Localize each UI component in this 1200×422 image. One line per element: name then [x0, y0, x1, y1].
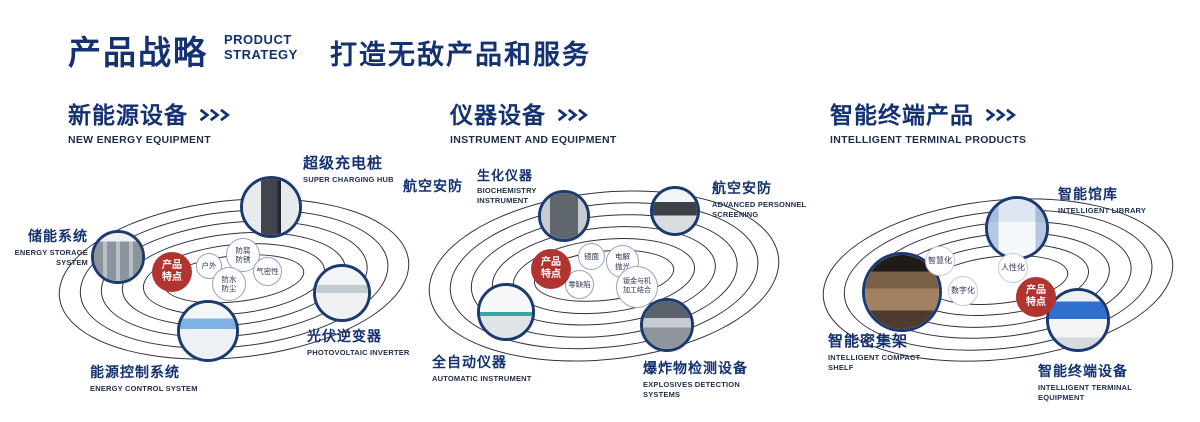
node-label-en: PHOTOVOLTAIC INVERTER: [307, 348, 410, 357]
section-subtitle: INTELLIGENT TERMINAL PRODUCTS: [830, 134, 1027, 146]
node-intelligent-terminal-equipment: [1046, 288, 1110, 352]
label-intelligent-compact-shelf: 智能密集架 INTELLIGENT COMPACT SHELF: [828, 330, 928, 373]
intelligent-library-photo: [988, 199, 1046, 257]
node-intelligent-library: [985, 196, 1049, 260]
triple-chevron-icon: [199, 108, 231, 121]
node-label-zh: 生化仪器: [477, 168, 534, 183]
section-head-instruments: 仪器设备 INSTRUMENT AND EQUIPMENT: [450, 96, 617, 146]
label-photovoltaic-inverter: 光伏逆变器 PHOTOVOLTAIC INVERTER: [307, 326, 411, 358]
intelligent-terminal-photo: [1049, 291, 1107, 349]
label-energy-control-system: 能源控制系统 ENERGY CONTROL SYSTEM: [90, 362, 200, 394]
node-label-en: INTELLIGENT COMPACT SHELF: [828, 353, 921, 372]
node-label-en: INTELLIGENT TERMINAL EQUIPMENT: [1038, 383, 1132, 402]
label-intelligent-terminal-equipment: 智能终端设备 INTELLIGENT TERMINAL EQUIPMENT: [1038, 361, 1158, 403]
page-title: 产品战略: [68, 34, 208, 71]
node-label-en: INTELLIGENT LIBRARY: [1058, 206, 1147, 215]
label-explosives-detection: 爆炸物检测设备 EXPLOSIVES DETECTION SYSTEMS: [643, 358, 773, 400]
node-label-zh: 全自动仪器: [432, 354, 507, 370]
node-label-zh: 储能系统: [28, 228, 88, 244]
node-personnel-screening: [650, 186, 700, 236]
node-energy-control-system: [177, 300, 239, 362]
node-label-zh: 光伏逆变器: [307, 328, 382, 344]
personnel-screening-photo: [653, 189, 697, 233]
section-head-new-energy: 新能源设备 NEW ENERGY EQUIPMENT: [68, 96, 232, 146]
feature-bubble-airtightness: 气密性: [253, 257, 282, 286]
node-label-zh: 超级充电桩: [303, 155, 384, 172]
node-photovoltaic-inverter: [313, 264, 371, 322]
label-automatic-instrument: 全自动仪器 AUTOMATIC INSTRUMENT: [432, 352, 536, 384]
badge-text: 产品特点: [162, 259, 182, 284]
feature-bubble-intelligence: 智慧化: [925, 246, 955, 276]
section-title: 智能终端产品: [830, 102, 974, 128]
product-features-badge: 产品特点: [1016, 277, 1056, 317]
node-label-en: BIOCHEMISTRY INSTRUMENT: [477, 186, 537, 205]
label-super-charging-hub: 超级充电桩 SUPER CHARGING HUB: [303, 152, 413, 185]
node-label-en: ENERGY CONTROL SYSTEM: [90, 384, 198, 393]
page-title-en-line1: PRODUCT: [224, 32, 292, 47]
node-label-zh: 航空安防: [712, 180, 772, 196]
node-automatic-instrument: [477, 283, 535, 341]
feature-bubble-waterproof-dustproof: 防水防尘: [212, 267, 246, 301]
feature-bubble-humanization: 人性化: [998, 253, 1028, 283]
section-title: 新能源设备: [68, 102, 188, 128]
section-title: 仪器设备: [450, 102, 546, 128]
automatic-instrument-photo: [480, 286, 532, 338]
node-biochemistry-instrument: [538, 190, 590, 242]
triple-chevron-icon: [557, 108, 589, 121]
node-label-zh: 爆炸物检测设备: [643, 360, 748, 376]
triple-chevron-icon: [985, 108, 1017, 121]
feature-bubble-mirror-finish: 镜面: [578, 243, 605, 270]
node-label-zh: 智能密集架: [828, 333, 909, 350]
node-label-zh: 能源控制系统: [90, 364, 180, 380]
explosives-detection-photo: [643, 301, 691, 349]
node-label-en: ADVANCED PERSONNEL SCREENING: [712, 200, 807, 219]
label-personnel-screening: 航空安防 ADVANCED PERSONNEL SCREENING: [712, 178, 812, 220]
section-subtitle: NEW ENERGY EQUIPMENT: [68, 134, 211, 146]
node-label-zh: 智能馆库: [1058, 186, 1118, 202]
node-explosives-detection: [640, 298, 694, 352]
feature-bubble-sheetmetal-machining: 钣金与机加工结合: [616, 266, 658, 308]
node-energy-storage-system: [91, 230, 145, 284]
biochemistry-instrument-photo: [541, 193, 587, 239]
super-charging-hub-photo: [243, 179, 299, 235]
node-label-zh: 智能终端设备: [1038, 363, 1128, 379]
photovoltaic-inverter-photo: [316, 267, 368, 319]
node-label-en: ENERGY STORAGE SYSTEM: [14, 248, 88, 267]
node-label-en: SUPER CHARGING HUB: [303, 175, 394, 184]
badge-text: 产品特点: [1026, 284, 1046, 309]
energy-storage-photo: [94, 233, 142, 281]
section-head-intelligent-terminals: 智能终端产品 INTELLIGENT TERMINAL PRODUCTS: [830, 96, 1026, 146]
badge-text: 产品特点: [541, 256, 561, 281]
page-title-en: PRODUCT STRATEGY: [224, 32, 298, 63]
node-super-charging-hub: [240, 176, 302, 238]
label-biochemistry-instrument: 生化仪器 BIOCHEMISTRY INSTRUMENT: [477, 165, 569, 206]
side-label-aviation-security: 航空安防: [403, 178, 463, 194]
section-subtitle: INSTRUMENT AND EQUIPMENT: [450, 134, 617, 146]
label-energy-storage-system: 储能系统 ENERGY STORAGE SYSTEM: [4, 226, 88, 268]
feature-bubble-digitalization: 数字化: [948, 276, 978, 306]
node-label-en: EXPLOSIVES DETECTION SYSTEMS: [643, 380, 740, 399]
product-features-badge: 产品特点: [531, 249, 571, 289]
energy-control-system-photo: [180, 303, 236, 359]
page-title-en-line2: STRATEGY: [224, 46, 298, 62]
node-label-en: AUTOMATIC INSTRUMENT: [432, 374, 532, 383]
label-intelligent-library: 智能馆库 INTELLIGENT LIBRARY: [1058, 184, 1158, 216]
product-features-badge: 产品特点: [152, 252, 192, 292]
tagline: 打造无敌产品和服务: [330, 40, 591, 70]
